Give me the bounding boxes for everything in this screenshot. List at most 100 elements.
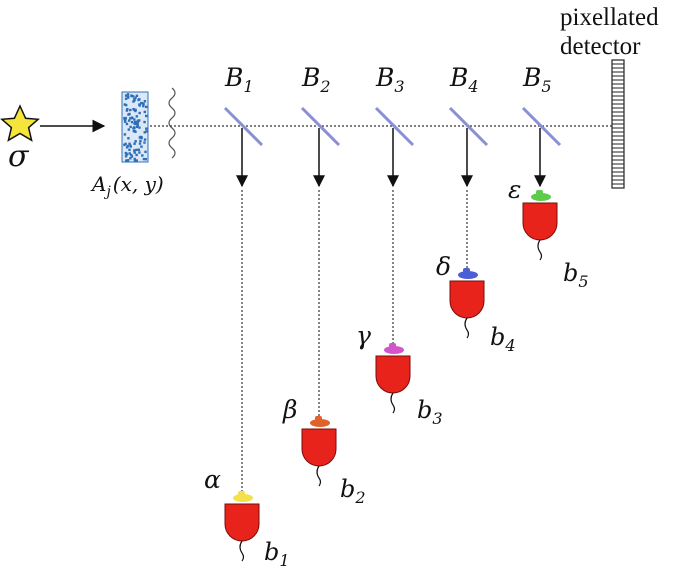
mask-speckle (129, 117, 132, 120)
mask-speckle (143, 110, 147, 114)
bucket-detector-1 (224, 503, 260, 542)
mask-speckle (124, 142, 127, 146)
mask-speckle (128, 142, 131, 145)
mask-speckle (130, 155, 134, 158)
beam-splitter-5 (521, 106, 562, 147)
spectral-filter-stem-4 (463, 268, 470, 277)
detector-label-line1: pixellated (560, 4, 659, 31)
mask-speckle (130, 120, 134, 124)
mask-speckle (125, 122, 129, 126)
mask-speckle (138, 151, 141, 154)
source-star-icon (0, 104, 40, 142)
mask-speckle (131, 95, 135, 98)
beam-splitter-2 (300, 106, 341, 147)
bucket-label-2: b2 (340, 475, 366, 507)
mask-speckle (142, 157, 146, 161)
mask-speckle (126, 159, 130, 162)
mask-speckle (126, 144, 129, 148)
detector-label-line2: detector (560, 33, 641, 60)
bucket-label-4: b4 (490, 323, 516, 355)
mask-speckle (124, 117, 127, 121)
mask-speckle (123, 119, 127, 122)
mask-speckle (138, 126, 141, 129)
detector-wire-3 (390, 392, 396, 414)
mask-speckle (143, 141, 146, 144)
mask-speckle (132, 107, 135, 111)
mask-speckle (133, 118, 136, 121)
mask-speckle (130, 94, 134, 98)
mask-speckle (125, 159, 128, 162)
mask-speckle (134, 109, 137, 113)
spectral-filter-stem-1 (238, 491, 245, 500)
mask-speckle (127, 128, 131, 131)
filter-label-4: δ (436, 252, 451, 281)
mask-speckle (125, 146, 129, 149)
bucket-detector-2 (301, 428, 337, 467)
mask-speckle (130, 116, 133, 120)
mask-speckle (128, 152, 131, 155)
mask-speckle (144, 157, 147, 161)
pixellated-detector (611, 59, 625, 189)
mask-speckle (144, 150, 147, 154)
mask-speckle (133, 157, 136, 161)
mask-speckle (130, 153, 133, 157)
mask-speckle (124, 120, 127, 124)
mask-speckle (124, 97, 128, 100)
mask-speckle (129, 144, 132, 147)
mask-speckle (144, 114, 148, 118)
mask-speckle (138, 104, 141, 107)
beam-splitter-1 (223, 106, 264, 147)
mask-speckle (141, 102, 144, 105)
mask-speckle (125, 153, 129, 156)
beam-splitter-4 (448, 106, 489, 147)
mask-speckle (129, 125, 132, 129)
splitter-label-2: B2 (301, 63, 331, 96)
mask-speckle (123, 103, 126, 106)
mask-speckle (140, 145, 143, 148)
bucket-detector-4 (449, 280, 485, 319)
mask-speckle (138, 111, 141, 115)
mask-speckle (134, 96, 137, 99)
detector-wire-5 (537, 239, 543, 261)
mask-speckle (136, 119, 140, 122)
mask-label: Aj(x, y) (90, 172, 164, 200)
mask-speckle (144, 105, 148, 109)
mask-speckle (126, 95, 130, 98)
mask-speckle (136, 124, 139, 127)
filter-label-5: ε (508, 175, 521, 204)
bucket-detector-5 (522, 202, 558, 241)
mask-speckle (138, 119, 141, 122)
splitter-label-4: B4 (449, 63, 479, 96)
mask-speckle (133, 130, 136, 133)
mask-speckle (133, 98, 136, 101)
mask-speckle (135, 115, 138, 118)
filter-label-3: γ (356, 321, 371, 350)
mask-speckle (132, 127, 135, 130)
mask-speckle (129, 157, 132, 160)
mask-speckle (135, 94, 139, 98)
mask-speckle (143, 100, 147, 103)
mask-speckle (123, 133, 127, 136)
filter-label-1: α (204, 465, 221, 494)
beam-splitter-3 (374, 106, 415, 147)
bucket-label-5: b5 (563, 259, 589, 291)
bucket-label-1: b1 (264, 538, 290, 570)
mask-speckle (133, 149, 136, 152)
mask-speckle (143, 120, 146, 124)
spectral-filter-stem-2 (315, 416, 322, 425)
mask-speckle (126, 107, 129, 111)
mask-speckle (132, 100, 135, 103)
splitter-label-5: B5 (522, 63, 552, 96)
mask-speckle (124, 94, 128, 97)
mask-speckle (133, 142, 136, 145)
mask-speckle (145, 127, 148, 130)
mask-speckle (136, 122, 139, 125)
mask-speckle (135, 159, 138, 162)
object-mask (121, 91, 149, 163)
splitter-label-3: B3 (375, 63, 405, 96)
mask-speckle (129, 108, 132, 112)
mask-speckle (125, 109, 129, 112)
mask-speckle (139, 135, 142, 139)
mask-speckle (142, 104, 145, 108)
